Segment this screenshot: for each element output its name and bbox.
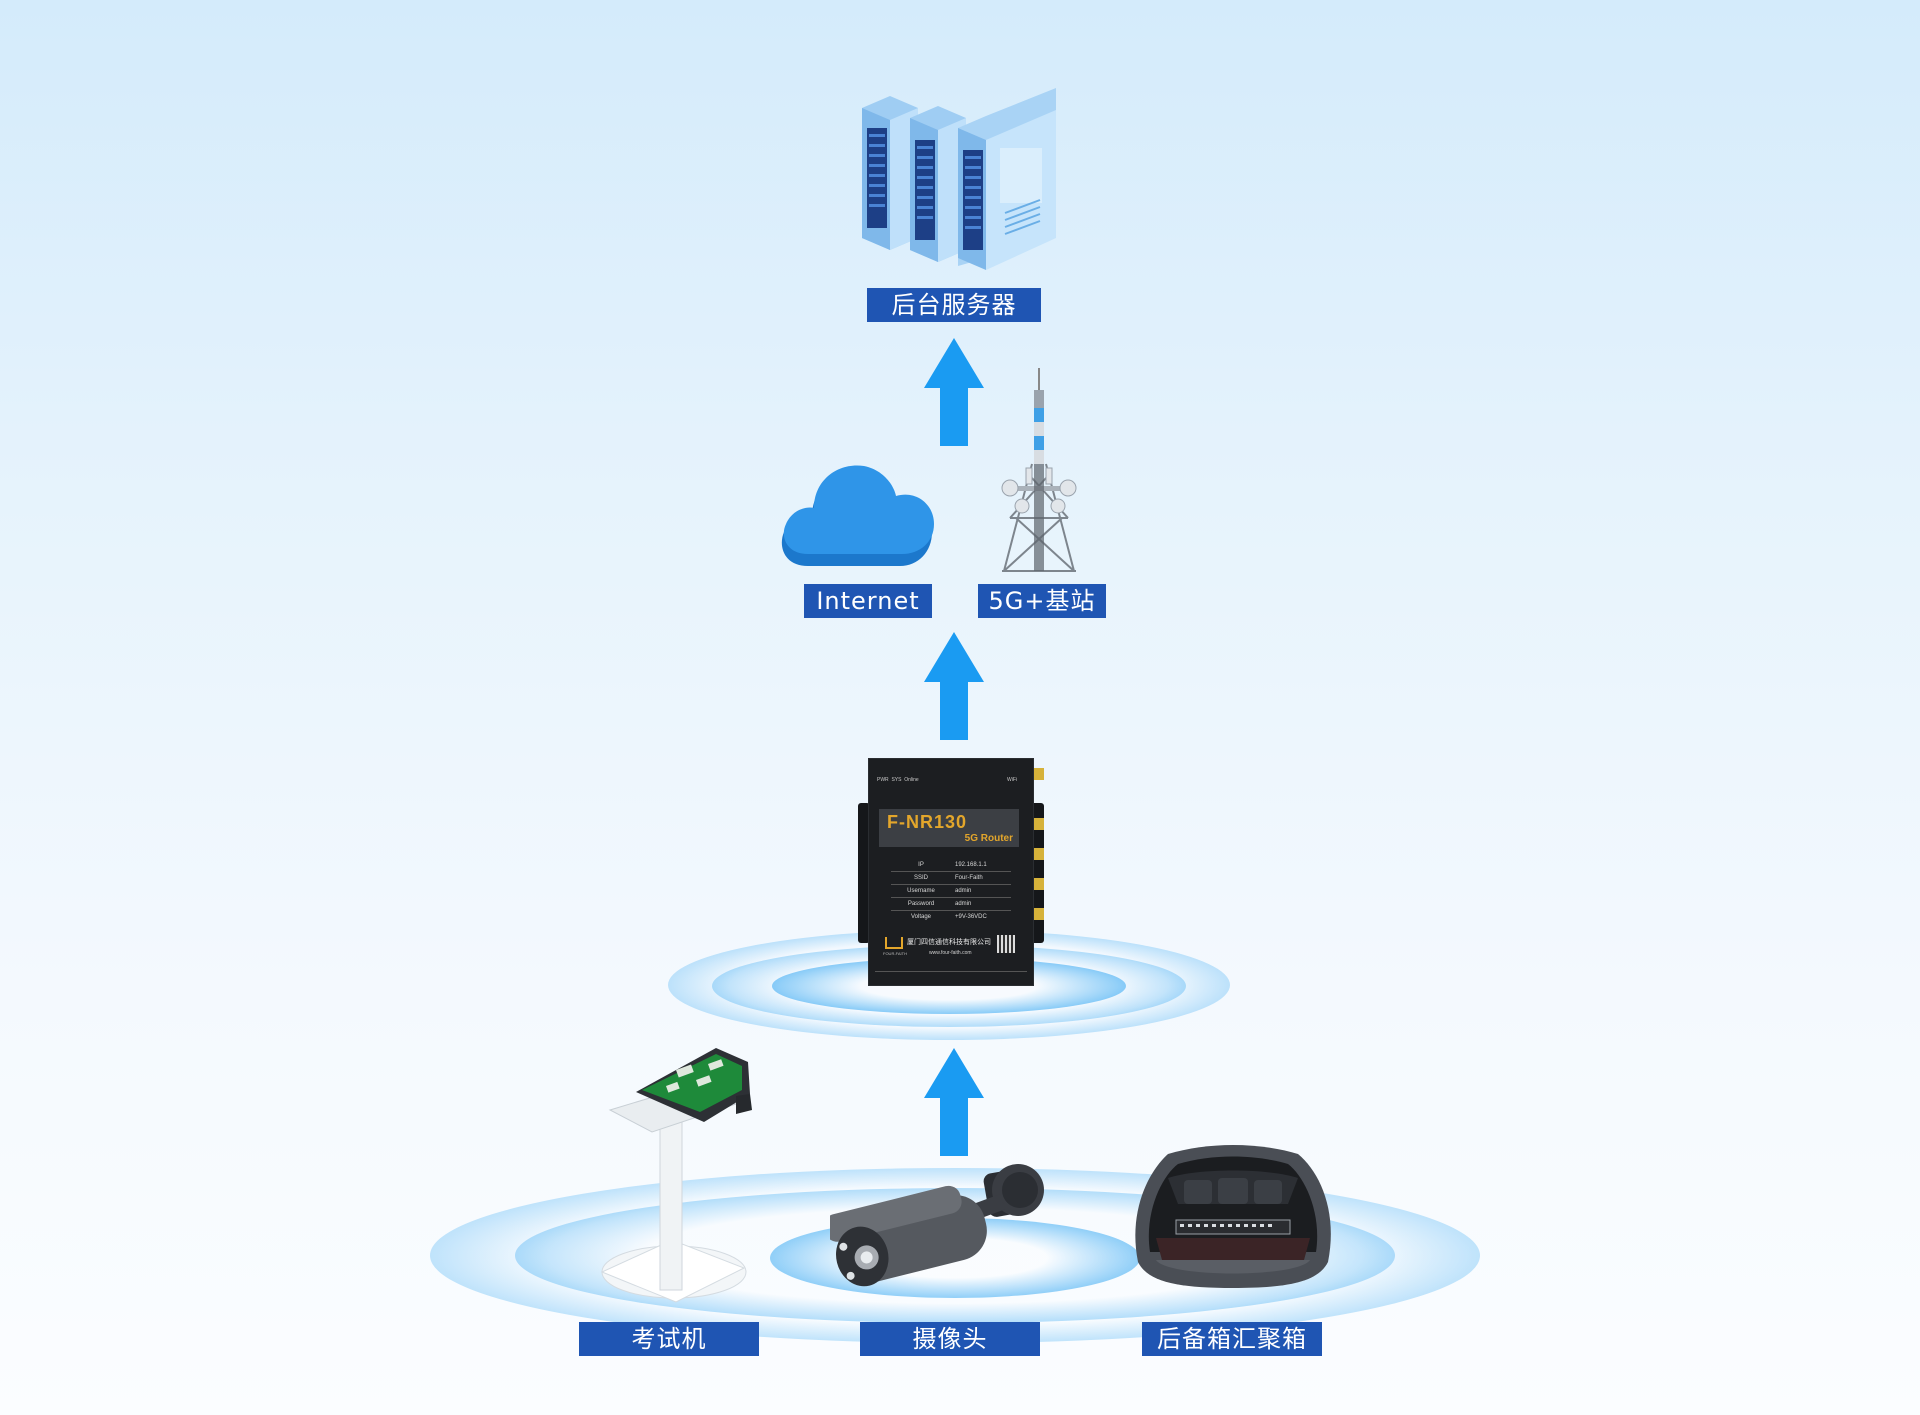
router-info-row: Username admin bbox=[891, 884, 1011, 898]
base-station-label: 5G+基站 bbox=[978, 584, 1106, 618]
router-info-key: SSID bbox=[891, 871, 951, 885]
server-icon bbox=[860, 88, 1060, 273]
router-info-value: admin bbox=[951, 884, 1011, 898]
antenna-connector bbox=[1034, 848, 1044, 860]
router-device: PWR SYS Online WiFi F-NR130 5G Router IP… bbox=[858, 748, 1050, 986]
qr-code-icon bbox=[997, 935, 1015, 953]
router-info-row: SSID Four-Faith bbox=[891, 871, 1011, 885]
antenna-connector bbox=[1034, 878, 1044, 890]
router-info-row: Voltage +9V-36VDC bbox=[891, 911, 1011, 924]
router-info-key: Voltage bbox=[910, 914, 932, 920]
router-brand: FOUR-FAITH bbox=[883, 951, 907, 956]
company-logo-icon bbox=[885, 937, 903, 949]
router-info-table: IP 192.168.1.1 SSID Four-Faith Username … bbox=[891, 859, 1011, 923]
internet-label: Internet bbox=[804, 584, 932, 618]
antenna-connector bbox=[1034, 768, 1044, 780]
router-info-row: Password admin bbox=[891, 897, 1011, 911]
car-trunk-icon bbox=[1128, 1142, 1338, 1290]
cloud-icon bbox=[778, 458, 934, 568]
arrow-up-icon bbox=[924, 632, 984, 740]
camera-icon bbox=[830, 1160, 1056, 1296]
router-info-value: 192.168.1.1 bbox=[951, 859, 1011, 872]
router-wifi-label: WiFi bbox=[1007, 777, 1017, 783]
antenna-connector bbox=[1034, 908, 1044, 920]
router-company: 厦门四信通信科技有限公司 bbox=[907, 939, 991, 946]
router-info-value: +9V-36VDC bbox=[955, 914, 987, 920]
arrow-up-icon bbox=[924, 338, 984, 446]
router-info-key: Password bbox=[891, 897, 951, 911]
router-info-key: Username bbox=[891, 884, 951, 898]
router-info-value: admin bbox=[951, 897, 1011, 911]
router-body: PWR SYS Online WiFi F-NR130 5G Router IP… bbox=[868, 758, 1034, 986]
router-mount-left bbox=[858, 803, 870, 943]
router-info-row: IP 192.168.1.1 bbox=[891, 859, 1011, 872]
exam-machine-label: 考试机 bbox=[579, 1322, 759, 1356]
router-info-key: IP bbox=[891, 859, 951, 872]
router-website: www.four-faith.com bbox=[929, 950, 972, 956]
antenna-connector bbox=[1034, 818, 1044, 830]
router-indicators: PWR SYS Online bbox=[877, 777, 919, 783]
router-model: F-NR130 bbox=[887, 812, 968, 832]
router-subtitle: 5G Router bbox=[964, 833, 1013, 844]
arrow-up-icon bbox=[924, 1048, 984, 1156]
router-port-strip bbox=[875, 971, 1027, 976]
tower-icon bbox=[996, 368, 1082, 573]
trunk-box-label: 后备箱汇聚箱 bbox=[1142, 1322, 1322, 1356]
router-nameplate: F-NR130 5G Router bbox=[879, 809, 1019, 847]
camera-label: 摄像头 bbox=[860, 1322, 1040, 1356]
exam-kiosk-icon bbox=[596, 1040, 756, 1320]
server-label: 后台服务器 bbox=[867, 288, 1041, 322]
router-info-value: Four-Faith bbox=[951, 871, 1011, 885]
